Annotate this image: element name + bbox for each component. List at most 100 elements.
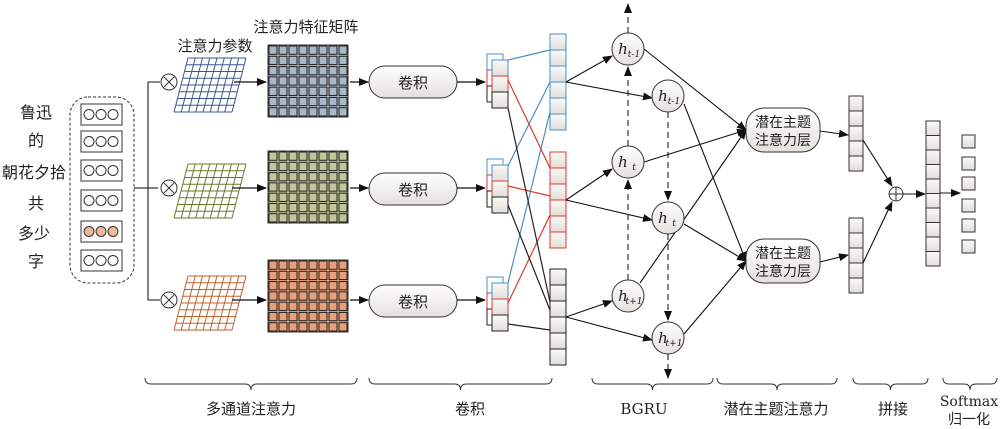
- embedding-vector: [80, 189, 123, 212]
- matrix-cell: [268, 96, 278, 107]
- svg-text:潜在主题: 潜在主题: [755, 246, 811, 262]
- matrix-cell: [318, 151, 328, 161]
- matrix-cell: [338, 86, 348, 96]
- embedding-unit: [107, 195, 119, 206]
- matrix-cell: [308, 311, 318, 322]
- matrix-cell: [288, 172, 298, 182]
- matrix-cell: [288, 202, 298, 213]
- conv-to-output-arrows: [457, 78, 486, 304]
- grid-line: [180, 275, 196, 331]
- stack-cell-black: [491, 196, 509, 214]
- matrix-cell: [328, 86, 338, 96]
- attention-feature-matrix-label: 注意力特征矩阵: [253, 18, 358, 36]
- grid-line: [195, 57, 211, 113]
- matrix-cell: [298, 172, 308, 182]
- vector-cell: [549, 113, 567, 131]
- regrouped-vector: [549, 268, 567, 366]
- matrix-cell: [308, 86, 318, 96]
- matrix-cell: [328, 96, 338, 107]
- grid-line: [224, 275, 240, 331]
- node-label: h: [618, 287, 628, 305]
- matrix-cell: [278, 182, 288, 192]
- conv-node: 卷积: [368, 172, 458, 206]
- matrix-cell: [298, 161, 308, 172]
- attention-feature-matrix: [267, 44, 349, 118]
- vector-cell: [925, 193, 941, 209]
- matrix-cell: [328, 270, 338, 281]
- grid-to-matrix-arrows: [232, 78, 267, 304]
- matrix-cell: [288, 260, 298, 270]
- conv-output-stack: [486, 53, 509, 109]
- channel-regroup-connections: [507, 49, 551, 331]
- stack-cell-blue: [491, 59, 509, 77]
- attention-parameter-grid: [173, 57, 247, 113]
- vector-cell: [925, 120, 941, 136]
- matrix-cell: [288, 182, 298, 192]
- matrix-cell: [278, 311, 288, 322]
- matrix-cell: [278, 260, 288, 270]
- concat-vector: [925, 120, 941, 267]
- matrix-cell: [278, 45, 288, 55]
- vector-cell: [848, 247, 864, 264]
- node-subscript: t+1: [666, 339, 683, 349]
- vector-cell: [549, 151, 567, 169]
- vector-cell: [549, 284, 567, 302]
- vector-cell: [549, 215, 567, 233]
- topic-output-vector: [848, 217, 864, 294]
- matrix-cell: [328, 301, 338, 311]
- embedding-unit: [83, 255, 95, 266]
- matrix-cell: [318, 270, 328, 281]
- vector-cell: [549, 81, 567, 99]
- matrix-cell: [338, 270, 348, 281]
- matrix-cell: [338, 311, 348, 322]
- embedding-unit: [95, 255, 107, 266]
- matrix-cell: [308, 213, 318, 223]
- vector-cell: [925, 149, 941, 165]
- matrix-cell: [328, 213, 338, 223]
- matrix-cell: [278, 291, 288, 301]
- grid-line: [202, 275, 218, 331]
- vector-cell: [549, 268, 567, 286]
- bgru-edge: [565, 81, 653, 101]
- vector-cell: [549, 49, 567, 67]
- node-circle: [651, 321, 685, 355]
- matrix-cell: [298, 281, 308, 291]
- vector-cell: [549, 167, 567, 185]
- grid-line: [195, 163, 211, 219]
- grid-line: [209, 163, 225, 219]
- input-word: 字: [28, 252, 44, 271]
- matrix-cell: [298, 96, 308, 107]
- bgru-edge: [643, 128, 747, 163]
- add-icon: [888, 186, 904, 202]
- bgru-edge: [565, 55, 613, 83]
- regrouped-vector: [549, 33, 567, 131]
- matrix-cell: [318, 55, 328, 66]
- matrix-cell: [288, 301, 298, 311]
- matrix-cell: [278, 107, 288, 117]
- stage-brace: [368, 377, 553, 391]
- matrix-cell: [328, 55, 338, 66]
- grid-line: [173, 57, 189, 113]
- matrix-cell: [328, 66, 338, 76]
- add-glyph: [889, 187, 903, 201]
- matrix-cell: [268, 66, 278, 76]
- matrix-cell: [268, 161, 278, 172]
- matrix-cell: [288, 76, 298, 86]
- stage-label-convolution: 卷积: [455, 400, 485, 418]
- grid-line: [217, 275, 232, 331]
- vector-cell: [549, 300, 567, 318]
- grid-line: [180, 57, 196, 113]
- matrix-cell: [288, 151, 298, 161]
- grid-line: [231, 275, 247, 331]
- matrix-cell: [308, 45, 318, 55]
- matrix-cell: [308, 151, 318, 161]
- conv-output-stack: [486, 276, 509, 332]
- attention-feature-matrix: [267, 259, 349, 333]
- grid-line: [202, 57, 218, 113]
- stage-brace: [591, 377, 714, 391]
- vector-cell: [925, 135, 941, 151]
- vector-cell: [848, 125, 864, 142]
- matrix-cell: [328, 192, 338, 202]
- stage-label-concat: 拼接: [878, 400, 908, 418]
